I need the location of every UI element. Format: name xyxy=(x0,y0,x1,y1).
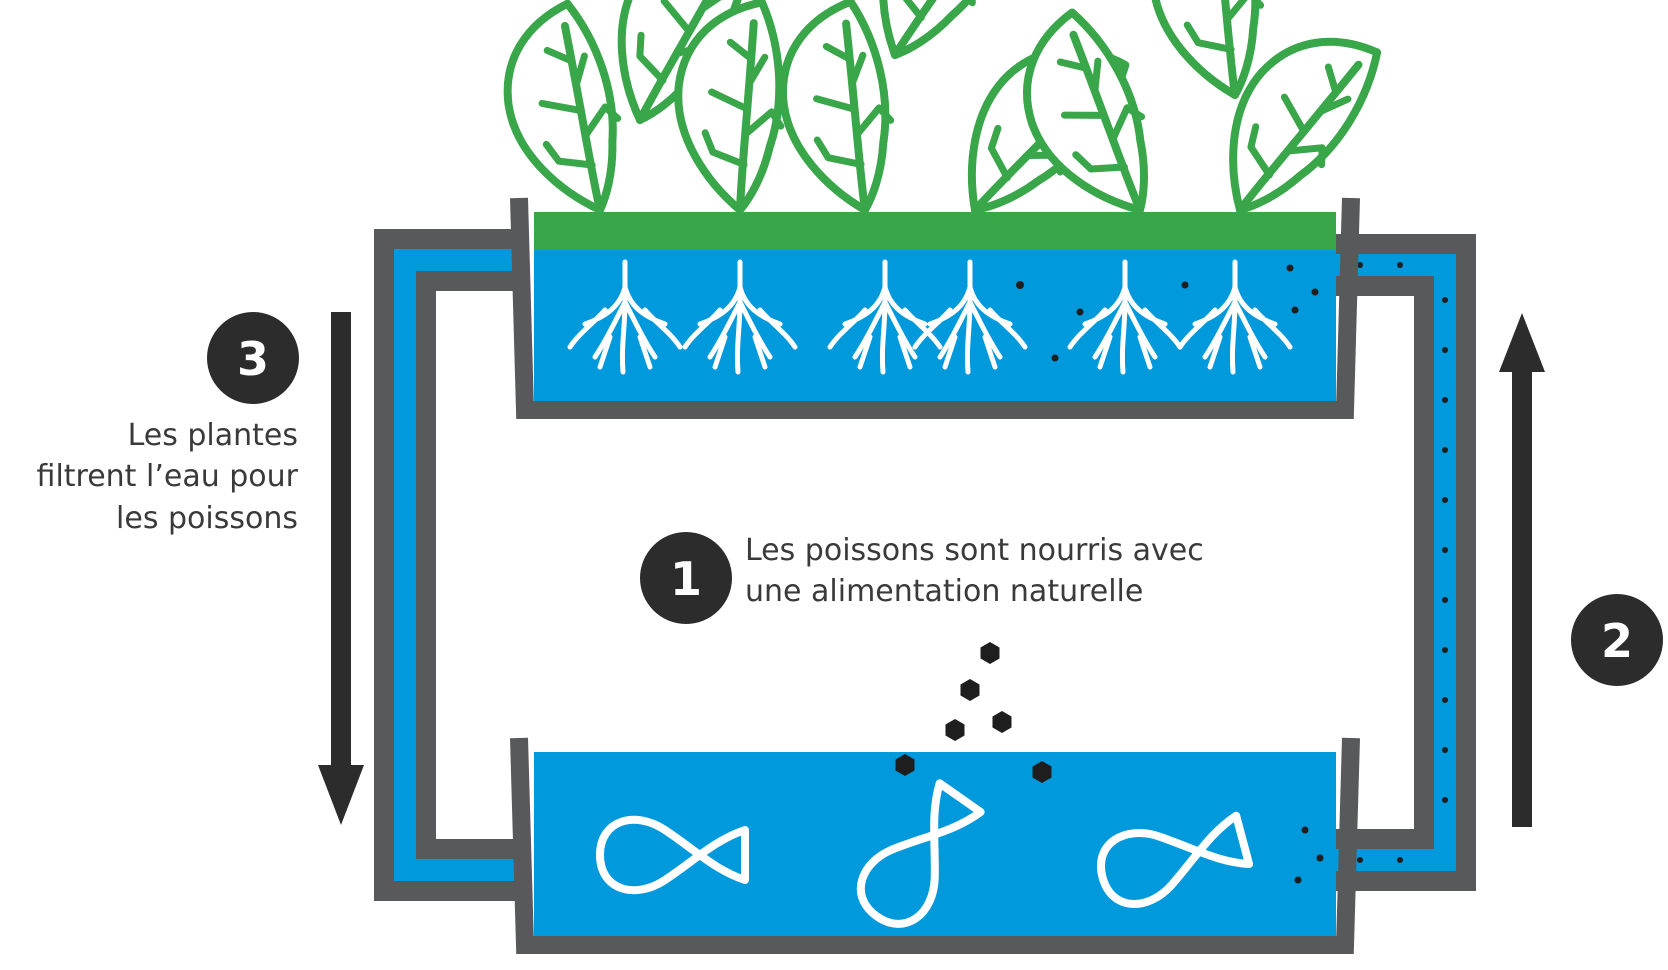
plant-leaves xyxy=(481,0,1386,239)
right-supply-pipe xyxy=(1320,234,1476,891)
food-pellet-icon xyxy=(945,719,965,741)
food-pellet-icon xyxy=(980,642,1000,664)
step-badge-2: 2 xyxy=(1571,594,1663,686)
caption-line: filtrent l’eau pour xyxy=(36,459,298,495)
step-3-caption: Les plantes filtrent l’eau pour les pois… xyxy=(37,415,298,539)
waste-particles-tank xyxy=(1294,826,1324,884)
caption-line: Les plantes xyxy=(127,418,298,453)
caption-line: les poissons xyxy=(116,500,298,536)
step-badge-3: 3 xyxy=(207,312,299,404)
step-badge-1: 1 xyxy=(640,532,732,624)
caption-line: une alimentation naturelle xyxy=(745,574,1144,610)
step-1-caption: Les poissons sont nourris avec une alime… xyxy=(745,530,1204,613)
food-pellet-icon xyxy=(992,711,1012,733)
arrow-up-icon xyxy=(1499,313,1545,827)
waste-particles-bed xyxy=(1016,264,1319,362)
food-pellet-icon xyxy=(960,679,980,701)
caption-line: Les poissons sont nourris avec xyxy=(745,533,1204,568)
svg-text:2: 2 xyxy=(1601,614,1633,668)
plant-bed-surface xyxy=(534,212,1336,250)
svg-text:3: 3 xyxy=(237,332,269,386)
left-return-pipe xyxy=(374,229,525,901)
waste-particles-pipe xyxy=(1357,262,1448,863)
arrow-down-icon xyxy=(318,312,364,825)
svg-text:1: 1 xyxy=(670,552,702,606)
